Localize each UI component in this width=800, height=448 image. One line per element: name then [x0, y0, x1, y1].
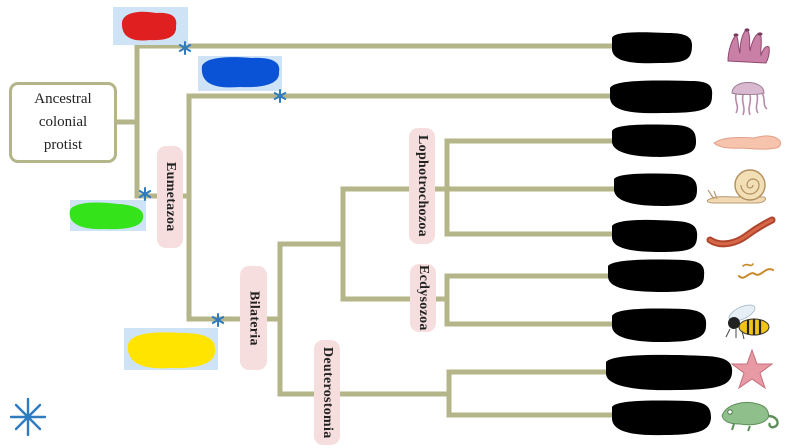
chameleon-icon: [721, 402, 779, 432]
nematode-icon: [738, 263, 774, 279]
redacted-label-yellow: [127, 332, 216, 369]
deuterostomia-label: Deuterostomia: [314, 340, 340, 445]
earthworm-icon: [706, 216, 776, 248]
snail-icon: [706, 169, 767, 204]
asterisk-icon: [273, 89, 287, 103]
asterisk-icon: [178, 41, 192, 55]
lophotrochozoa-label: Lophotrochozoa: [409, 128, 435, 244]
legend-asterisk-icon: [9, 397, 47, 437]
bilateria-label: Bilateria: [240, 266, 267, 370]
asterisk-icon: [211, 313, 225, 327]
flatworm-icon: [713, 135, 781, 150]
redacted-taxon-4: [614, 173, 697, 206]
redacted-taxon-9: [612, 400, 711, 436]
sea-star-icon: [730, 348, 774, 390]
redacted-taxon-6: [608, 259, 705, 292]
redacted-taxon-1: [612, 32, 692, 64]
asterisk-icon: [138, 187, 152, 201]
wasp-icon: [725, 304, 770, 340]
redacted-label-green: [69, 202, 144, 230]
redacted-taxon-2: [610, 80, 713, 114]
redacted-taxon-7: [612, 308, 707, 342]
redacted-label-blue: [201, 57, 280, 88]
ancestral-protist-label: Ancestral colonial protist: [34, 91, 92, 153]
redacted-taxon-names: [606, 32, 733, 436]
redacted-taxon-5: [612, 219, 698, 252]
tree-branches: [114, 43, 618, 418]
eumetazoa-label: Eumetazoa: [157, 146, 183, 248]
redacted-taxon-8: [606, 354, 733, 391]
ecdysozoa-label: Ecdysozoa: [410, 264, 436, 332]
sponge-icon: [727, 28, 770, 64]
jellyfish-icon: [731, 82, 768, 116]
redacted-taxon-3: [612, 124, 696, 157]
ancestral-protist-box: Ancestral colonial protist: [9, 82, 117, 163]
asterisk-markers: [138, 41, 287, 327]
redacted-label-red: [121, 11, 177, 41]
